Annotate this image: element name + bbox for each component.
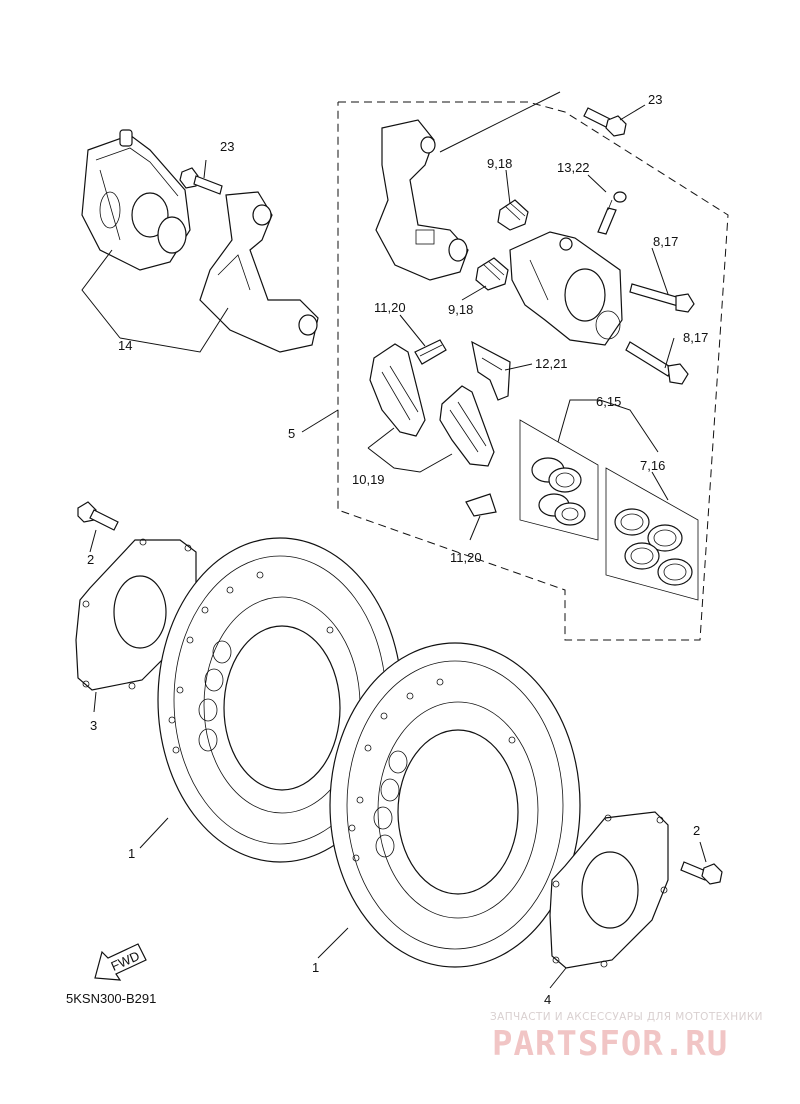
label-3: 3 bbox=[90, 718, 97, 733]
label-9-18-lower: 9,18 bbox=[448, 302, 473, 317]
seal-rings bbox=[614, 508, 693, 586]
label-7-16: 7,16 bbox=[640, 458, 665, 473]
bolt-2-lower bbox=[680, 861, 723, 885]
label-6-15: 6,15 bbox=[596, 394, 621, 409]
callout-labels: 23 23 9,18 13,22 8,17 8,17 11,20 9,18 12… bbox=[87, 92, 708, 1007]
label-9-18-upper: 9,18 bbox=[487, 156, 512, 171]
label-2-upper: 2 bbox=[87, 552, 94, 567]
label-1-upper: 1 bbox=[128, 846, 135, 861]
label-23-left: 23 bbox=[220, 139, 234, 154]
bolt-2-upper bbox=[77, 501, 119, 531]
seal-box bbox=[605, 467, 699, 601]
piston-lower bbox=[538, 493, 586, 526]
caliper-bracket-left bbox=[199, 191, 319, 353]
label-12-21: 12,21 bbox=[535, 356, 568, 371]
boot-upper bbox=[497, 199, 529, 231]
caliper-bracket bbox=[375, 119, 469, 281]
caliper-body bbox=[509, 231, 623, 346]
brake-disc-lower bbox=[329, 642, 581, 968]
leader-lines bbox=[81, 91, 707, 989]
bolt-23-right bbox=[583, 107, 627, 137]
label-8-17-lower: 8,17 bbox=[683, 330, 708, 345]
label-23-right: 23 bbox=[648, 92, 662, 107]
label-5: 5 bbox=[288, 426, 295, 441]
label-10-19: 10,19 bbox=[352, 472, 385, 487]
pad-spring-lower bbox=[465, 493, 497, 517]
caliper-assembly-left bbox=[81, 129, 191, 271]
label-2-lower: 2 bbox=[693, 823, 700, 838]
label-14: 14 bbox=[118, 338, 132, 353]
pad-support bbox=[471, 340, 511, 401]
diagram-code: 5KSN300-B291 bbox=[66, 991, 156, 1006]
watermark-brand: PARTSFOR.RU bbox=[492, 1024, 728, 1064]
disc-cover-lower bbox=[549, 811, 669, 969]
brake-pad-left bbox=[369, 343, 426, 437]
pad-spring-upper bbox=[414, 339, 447, 365]
slide-pin-upper bbox=[629, 283, 695, 313]
label-11-20-upper: 11,20 bbox=[374, 300, 406, 315]
piston-box bbox=[519, 419, 599, 541]
label-11-20-lower: 11,20 bbox=[450, 550, 482, 565]
watermark: ЗАПЧАСТИ И АКСЕССУАРЫ ДЛЯ МОТОТЕХНИКИ PA… bbox=[490, 1011, 763, 1064]
slide-pin-lower bbox=[625, 341, 689, 385]
label-13-22: 13,22 bbox=[557, 160, 590, 175]
label-8-17-upper: 8,17 bbox=[653, 234, 678, 249]
bleeder-screw bbox=[597, 191, 627, 235]
forward-arrow-icon: FWD bbox=[94, 943, 147, 981]
label-1-lower: 1 bbox=[312, 960, 319, 975]
caliper-assembly-outline bbox=[337, 101, 729, 641]
piston-upper bbox=[531, 457, 582, 493]
bolt-23-left bbox=[179, 167, 223, 195]
label-4: 4 bbox=[544, 992, 551, 1007]
watermark-tagline: ЗАПЧАСТИ И АКСЕССУАРЫ ДЛЯ МОТОТЕХНИКИ bbox=[490, 1011, 763, 1023]
brake-pad-right bbox=[439, 385, 495, 467]
boot-lower bbox=[475, 257, 509, 291]
